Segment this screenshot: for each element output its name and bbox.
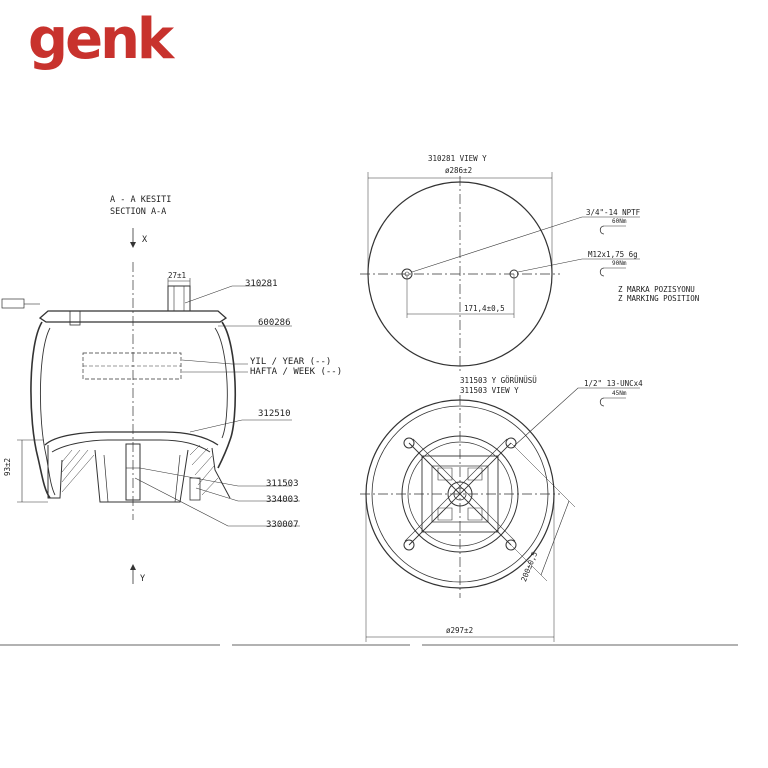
bottom-view-diameter: ø297±2 <box>446 626 474 635</box>
part-600286: 600286 <box>258 318 291 328</box>
axis-label-y: Y <box>140 574 146 584</box>
section-title-tr: A - A KESITI <box>110 195 172 205</box>
part-330007: 330007 <box>266 520 299 530</box>
top-view-title: 310281 VIEW Y <box>428 154 487 163</box>
brand-logo: genk <box>28 7 174 72</box>
thread-m12: M12x1,75 6g <box>588 250 638 259</box>
torque-45: 45Nm <box>612 390 627 397</box>
part-310281: 310281 <box>245 279 278 289</box>
torque-60: 60Nm <box>612 218 627 225</box>
dim-27: 27±1 <box>168 271 187 280</box>
top-view-diameter: ø286±2 <box>445 166 473 175</box>
hole-spacing: 171,4±0,5 <box>464 304 505 313</box>
torque-90: 90Nm <box>612 260 627 267</box>
thread-npt: 3/4"-14 NPTF <box>586 208 641 217</box>
marking-en: Z MARKING POSITION <box>618 294 700 303</box>
part-311503: 311503 <box>266 479 299 489</box>
part-334003: 334003 <box>266 495 299 505</box>
marking-tr: Z MARKA POZISYONU <box>618 285 695 294</box>
top-plate-view <box>360 172 640 372</box>
year-label: YIL / YEAR (--) <box>250 357 332 367</box>
bottom-view-title-tr: 311503 Y GÖRÜNÜSÜ <box>460 376 537 385</box>
section-title-en: SECTION A-A <box>110 207 167 217</box>
thread-unc: 1/2" 13-UNCx4 <box>584 379 643 388</box>
bottom-view-title-en: 311503 VIEW Y <box>460 386 519 395</box>
piston-bottom-view <box>360 387 640 642</box>
part-312510: 312510 <box>258 409 291 419</box>
axis-label-x: X <box>142 235 148 245</box>
section-view <box>1 228 300 584</box>
week-label: HAFTA / WEEK (--) <box>250 367 343 377</box>
dim-93: 93±2 <box>3 457 12 476</box>
